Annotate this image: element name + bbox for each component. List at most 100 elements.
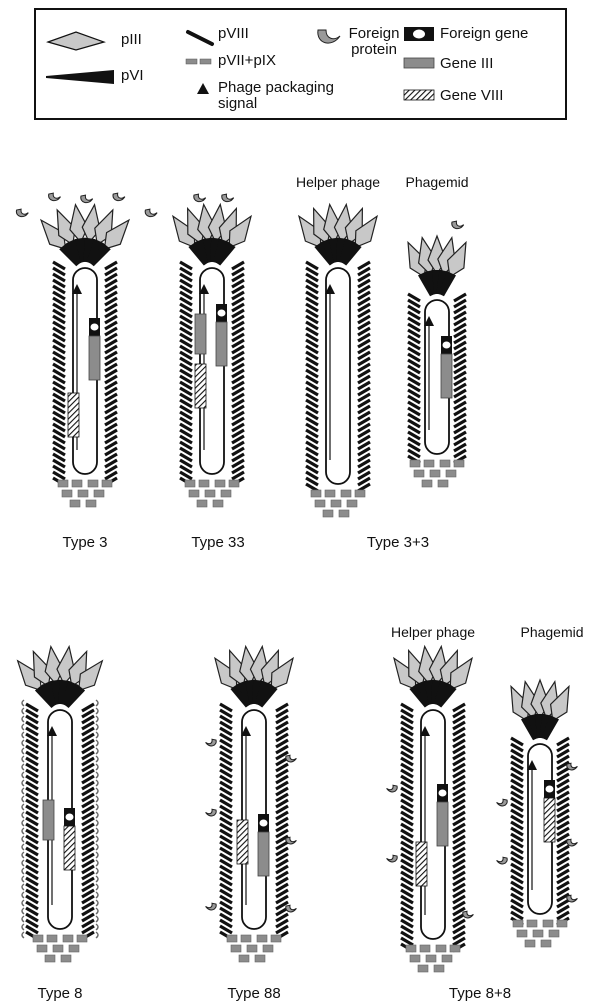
foreign-protein-fuzz (96, 836, 98, 842)
pvii-pix-brick (189, 490, 199, 497)
pvii-pix-brick (418, 965, 428, 972)
foreign-protein-icon (81, 195, 93, 203)
pvii-pix-brick (513, 920, 523, 927)
pvii-pix-brick (341, 490, 351, 497)
gene-iii-block (258, 832, 269, 876)
foreign-protein-fuzz (22, 756, 24, 762)
foreign-protein-fuzz (22, 788, 24, 794)
foreign-protein-icon (49, 193, 61, 201)
gene-viii-hatched-icon (404, 90, 434, 100)
caption-type-8-8: Type 8+8 (449, 985, 511, 1002)
pvii-pix-brick (325, 490, 335, 497)
caption-type-33: Type 33 (191, 534, 244, 551)
foreign-protein-fuzz (96, 796, 98, 802)
legend-label-pvii-pix: pVII+pIX (218, 53, 276, 69)
foreign-protein-fuzz (96, 860, 98, 866)
pvii-pix-brick (442, 955, 452, 962)
foreign-protein-icon (206, 903, 217, 910)
pvii-pix-brick (434, 965, 444, 972)
pvii-pix-brick (557, 920, 567, 927)
pvii-pix-brick (533, 930, 543, 937)
foreign-protein-fuzz (96, 732, 98, 738)
foreign-gene-block-icon (404, 27, 434, 41)
pvii-pix-brick (311, 490, 321, 497)
gene-viii-block (544, 798, 555, 842)
foreign-protein-fuzz (96, 884, 98, 890)
legend-label-gene-iii: Gene III (440, 56, 493, 72)
gene-iii-block (441, 354, 452, 398)
foreign-protein-fuzz (22, 828, 24, 834)
pvii-pix-brick (410, 460, 420, 467)
pvi-wedge-icon (46, 70, 114, 84)
foreign-protein-fuzz (22, 916, 24, 922)
phage-type-3-3-helper (292, 203, 385, 517)
pvii-pix-brick (239, 955, 249, 962)
pvii-pix-brick (78, 490, 88, 497)
pvii-pix-brick (549, 930, 559, 937)
gene-iii-block (89, 336, 100, 380)
foreign-protein-icon (113, 193, 125, 201)
pvii-pix-brick (543, 920, 553, 927)
foreign-protein-fuzz (22, 724, 24, 730)
packaging-signal-triangle-icon (197, 83, 209, 94)
legend-box: pIII pVI pVIII pVII+pIX Phage packaging … (34, 8, 567, 120)
pvii-pix-brick (53, 945, 63, 952)
pvii-pix-brick (231, 945, 241, 952)
foreign-protein-fuzz (96, 724, 98, 730)
pvii-pix-brick (94, 490, 104, 497)
legend-label-pviii: pVIII (218, 26, 249, 42)
bottom-phagemid-label: Phagemid (520, 624, 583, 640)
foreign-protein-fuzz (22, 732, 24, 738)
foreign-protein-fuzz (22, 908, 24, 914)
pvii-pix-brick (517, 930, 527, 937)
foreign-protein-icon (206, 809, 217, 816)
gene-viii-block (195, 364, 206, 408)
foreign-protein-fuzz (22, 700, 24, 706)
foreign-gene-core (218, 310, 226, 317)
pvii-pix-brick (215, 480, 225, 487)
pvii-pix-brick (197, 500, 207, 507)
foreign-protein-icon (567, 763, 578, 770)
caption-type-8: Type 8 (37, 985, 82, 1002)
foreign-gene-core (546, 786, 554, 793)
pvii-pix-brick (430, 470, 440, 477)
pvii-pix-brick (257, 935, 267, 942)
gene-iii-block (43, 800, 54, 840)
foreign-protein-fuzz (22, 772, 24, 778)
pvii-pix-brick (339, 510, 349, 517)
legend-label-foreign-gene: Foreign gene (440, 26, 528, 42)
foreign-protein-fuzz (22, 820, 24, 826)
pvii-pix-brick (454, 460, 464, 467)
pvii-pix-brick (199, 480, 209, 487)
foreign-protein-icon (286, 905, 297, 912)
foreign-gene-core (66, 814, 74, 821)
pvii-pix-brick (69, 945, 79, 952)
pvii-pix-brick (247, 945, 257, 952)
pvii-pix-brick (436, 945, 446, 952)
foreign-protein-fuzz (96, 804, 98, 810)
pvii-pix-brick (446, 470, 456, 477)
pvii-pix-brick (88, 480, 98, 487)
foreign-protein-fuzz (96, 788, 98, 794)
phage-type-8 (11, 645, 110, 962)
foreign-protein-icon (206, 739, 217, 746)
foreign-protein-fuzz (96, 748, 98, 754)
pvii-pix-brick (185, 480, 195, 487)
foreign-gene-core (439, 790, 447, 797)
phage-type-88 (206, 645, 301, 962)
foreign-protein-icon (387, 855, 398, 862)
legend-label-pvi: pVI (121, 68, 144, 84)
pvii-pix-brick (77, 935, 87, 942)
pvii-pix-brick (213, 500, 223, 507)
pvii-pix-brick (426, 955, 436, 962)
foreign-protein-fuzz (22, 932, 24, 938)
gene-viii-block (416, 842, 427, 886)
pvii-pix-brick (440, 460, 450, 467)
gene-iii-block (216, 322, 227, 366)
foreign-protein-fuzz (96, 916, 98, 922)
foreign-protein-fuzz (22, 796, 24, 802)
foreign-protein-fuzz (22, 716, 24, 722)
pvii-pix-brick (424, 460, 434, 467)
foreign-protein-icon (286, 755, 297, 762)
